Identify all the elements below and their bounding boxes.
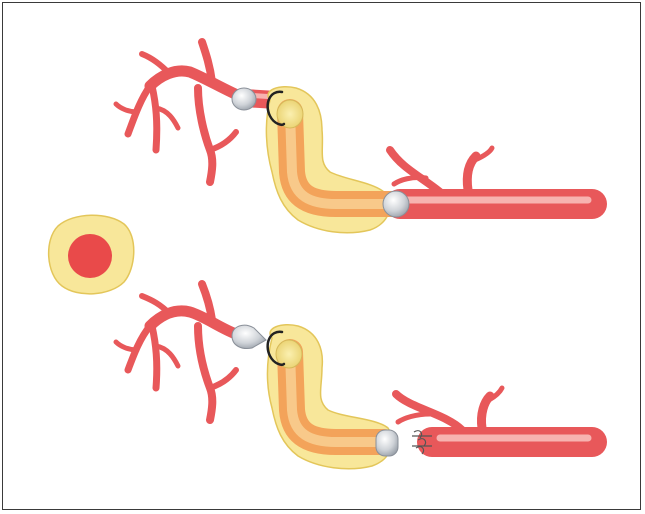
top-vessel-branches bbox=[116, 42, 244, 182]
bottom-vessel-branches bbox=[116, 284, 236, 420]
top-distal-branches bbox=[390, 148, 492, 192]
top-assembly bbox=[116, 42, 592, 233]
bottom-distal-branches bbox=[396, 388, 502, 430]
bottom-assembly bbox=[116, 284, 592, 469]
top-proximal-clip-icon bbox=[232, 88, 256, 110]
top-distal-clip-icon bbox=[383, 191, 409, 217]
bottom-graft-end-clip-icon bbox=[376, 430, 398, 456]
bottom-proximal-clip-icon bbox=[232, 325, 266, 348]
cross-section-icon bbox=[49, 215, 134, 294]
